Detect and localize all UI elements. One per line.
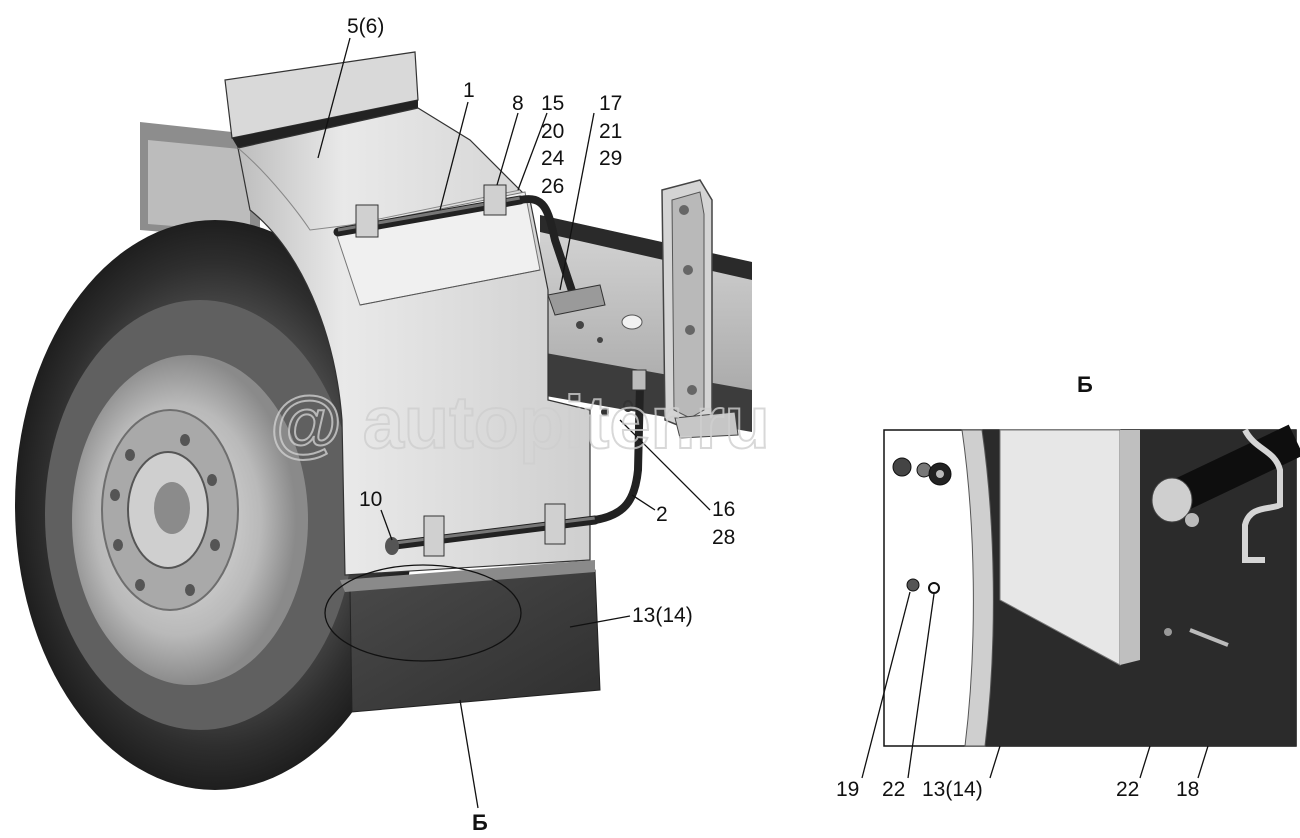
wheel	[15, 220, 415, 790]
callout-10: 10	[359, 488, 382, 511]
callout-2: 2	[656, 503, 668, 526]
callout-29: 29	[599, 147, 622, 170]
main-callouts: 5(6) 1 8 15 20 24 26 17 21 29 10 2 16 28…	[347, 15, 735, 835]
callout-1: 1	[463, 79, 475, 102]
callout-20: 20	[541, 120, 564, 143]
callout-28: 28	[712, 526, 735, 549]
inset-title: Б	[1077, 372, 1093, 397]
inset-callout-13-14: 13(14)	[922, 778, 983, 801]
watermark: @ autopiter.ru	[270, 381, 770, 464]
callout-26: 26	[541, 175, 564, 198]
inset-callout-19: 19	[836, 778, 859, 801]
inset-callout-22-right: 22	[1116, 778, 1139, 801]
callout-8: 8	[512, 92, 524, 115]
callout-5-6: 5(6)	[347, 15, 384, 38]
callout-16: 16	[712, 498, 735, 521]
callout-24: 24	[541, 147, 565, 170]
inset-view-b: Б 19 22 13(14) 22 18	[836, 372, 1300, 801]
inset-callout-18: 18	[1176, 778, 1199, 801]
leader-lines	[317, 37, 711, 809]
view-label-b: Б	[472, 810, 488, 835]
mounting-bracket	[661, 179, 739, 439]
main-view: 5(6) 1 8 15 20 24 26 17 21 29 10 2 16 28…	[15, 15, 752, 835]
mud-flap	[340, 560, 601, 713]
callout-21: 21	[599, 120, 622, 143]
lower-tube	[385, 369, 647, 557]
inset-callout-22-left: 22	[882, 778, 905, 801]
upper-tube	[333, 184, 606, 316]
callout-17: 17	[599, 92, 622, 115]
callout-15: 15	[541, 92, 564, 115]
callout-13-14: 13(14)	[632, 604, 693, 627]
wheel-studs	[110, 434, 220, 596]
view-b-marker	[324, 564, 522, 662]
